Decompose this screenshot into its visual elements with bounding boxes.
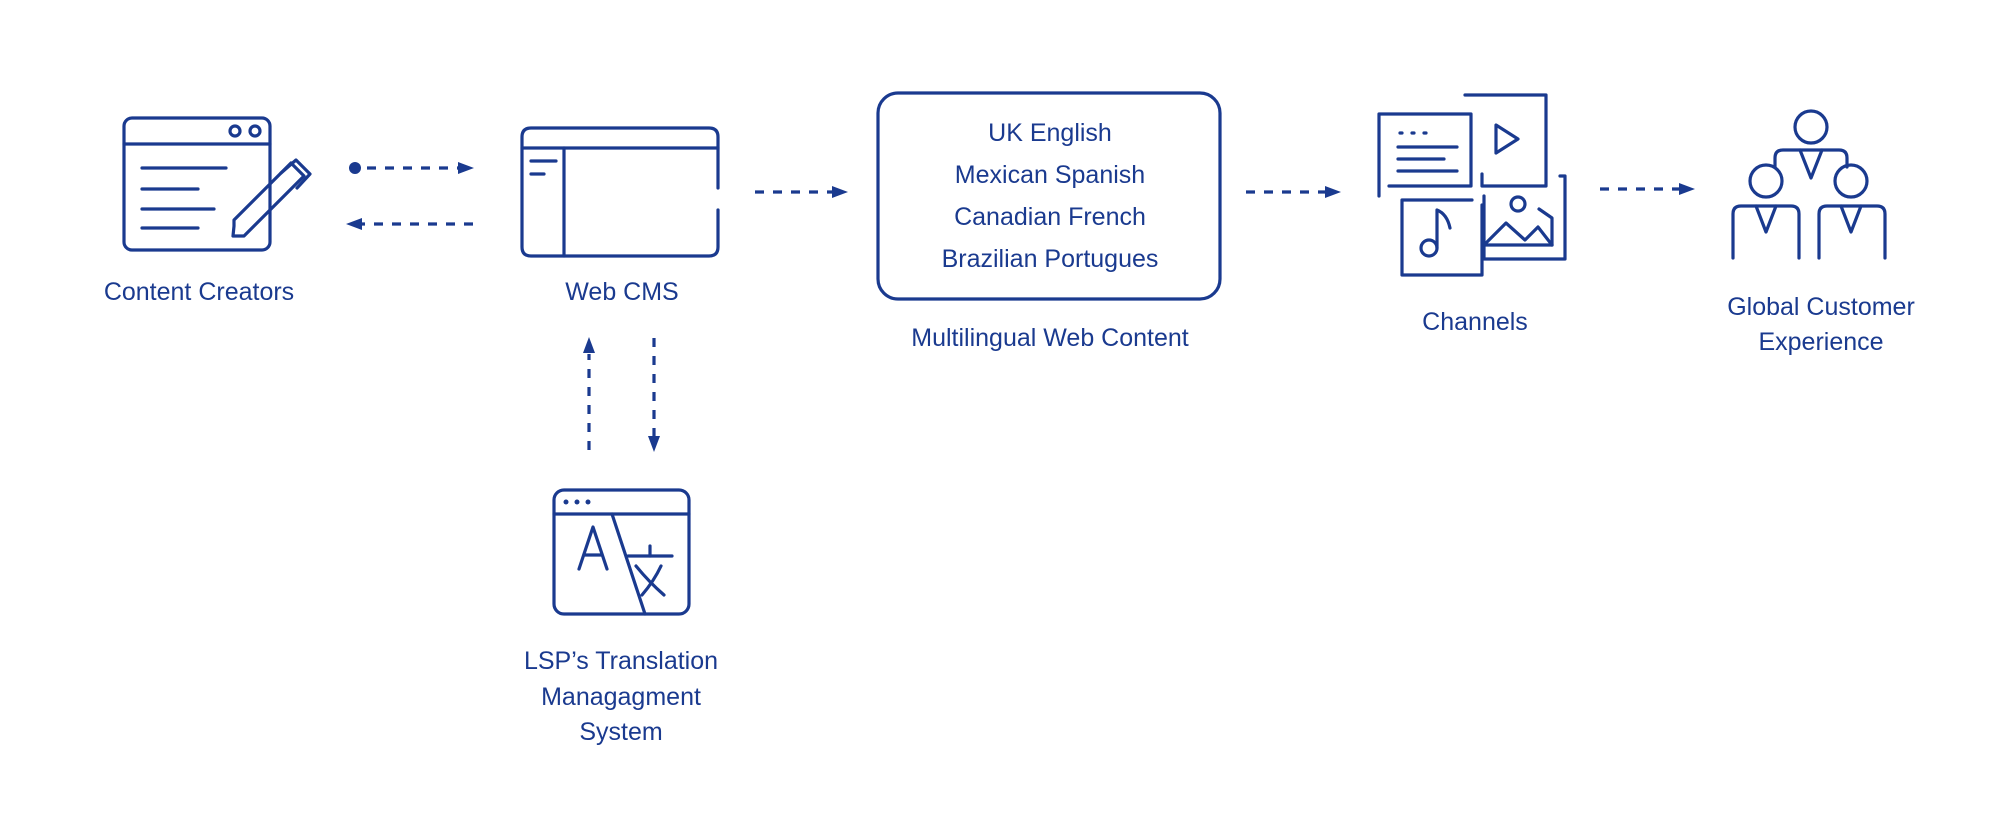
arrow-channels-to-global: [1600, 183, 1695, 195]
global-customer-label-line2: Experience: [1758, 328, 1884, 356]
language-item: Brazilian Portugues: [941, 245, 1159, 273]
arrow-cms-to-multilingual: [755, 186, 848, 198]
language-item: Canadian French: [954, 203, 1146, 231]
content-creators-label: Content Creators: [103, 278, 295, 306]
lsp-label-line2: Managagment: [541, 683, 701, 711]
arrow-creators-to-cms: [349, 162, 474, 174]
arrow-cms-to-creators: [346, 218, 473, 230]
multilingual-content-label: Multilingual Web Content: [911, 324, 1189, 352]
translate-icon: [552, 488, 691, 616]
channels-label: Channels: [1422, 308, 1528, 336]
web-cms-label: Web CMS: [565, 278, 679, 306]
lsp-label-line1: LSP’s Translation: [523, 647, 719, 675]
people-group-icon: [1731, 109, 1887, 260]
global-customer-label-line1: Global Customer: [1727, 293, 1915, 321]
lsp-label-line3: System: [579, 718, 663, 746]
language-item: Mexican Spanish: [954, 161, 1146, 189]
document-edit-icon: [122, 116, 312, 252]
multilingual-content-box: [876, 91, 1222, 301]
arrow-lsp-to-cms: [583, 337, 595, 450]
media-channels-icon: [1377, 93, 1567, 277]
browser-window-icon: [520, 126, 720, 258]
language-item: UK English: [988, 119, 1112, 147]
arrow-multilingual-to-channels: [1246, 186, 1341, 198]
arrow-cms-to-lsp: [648, 338, 660, 452]
